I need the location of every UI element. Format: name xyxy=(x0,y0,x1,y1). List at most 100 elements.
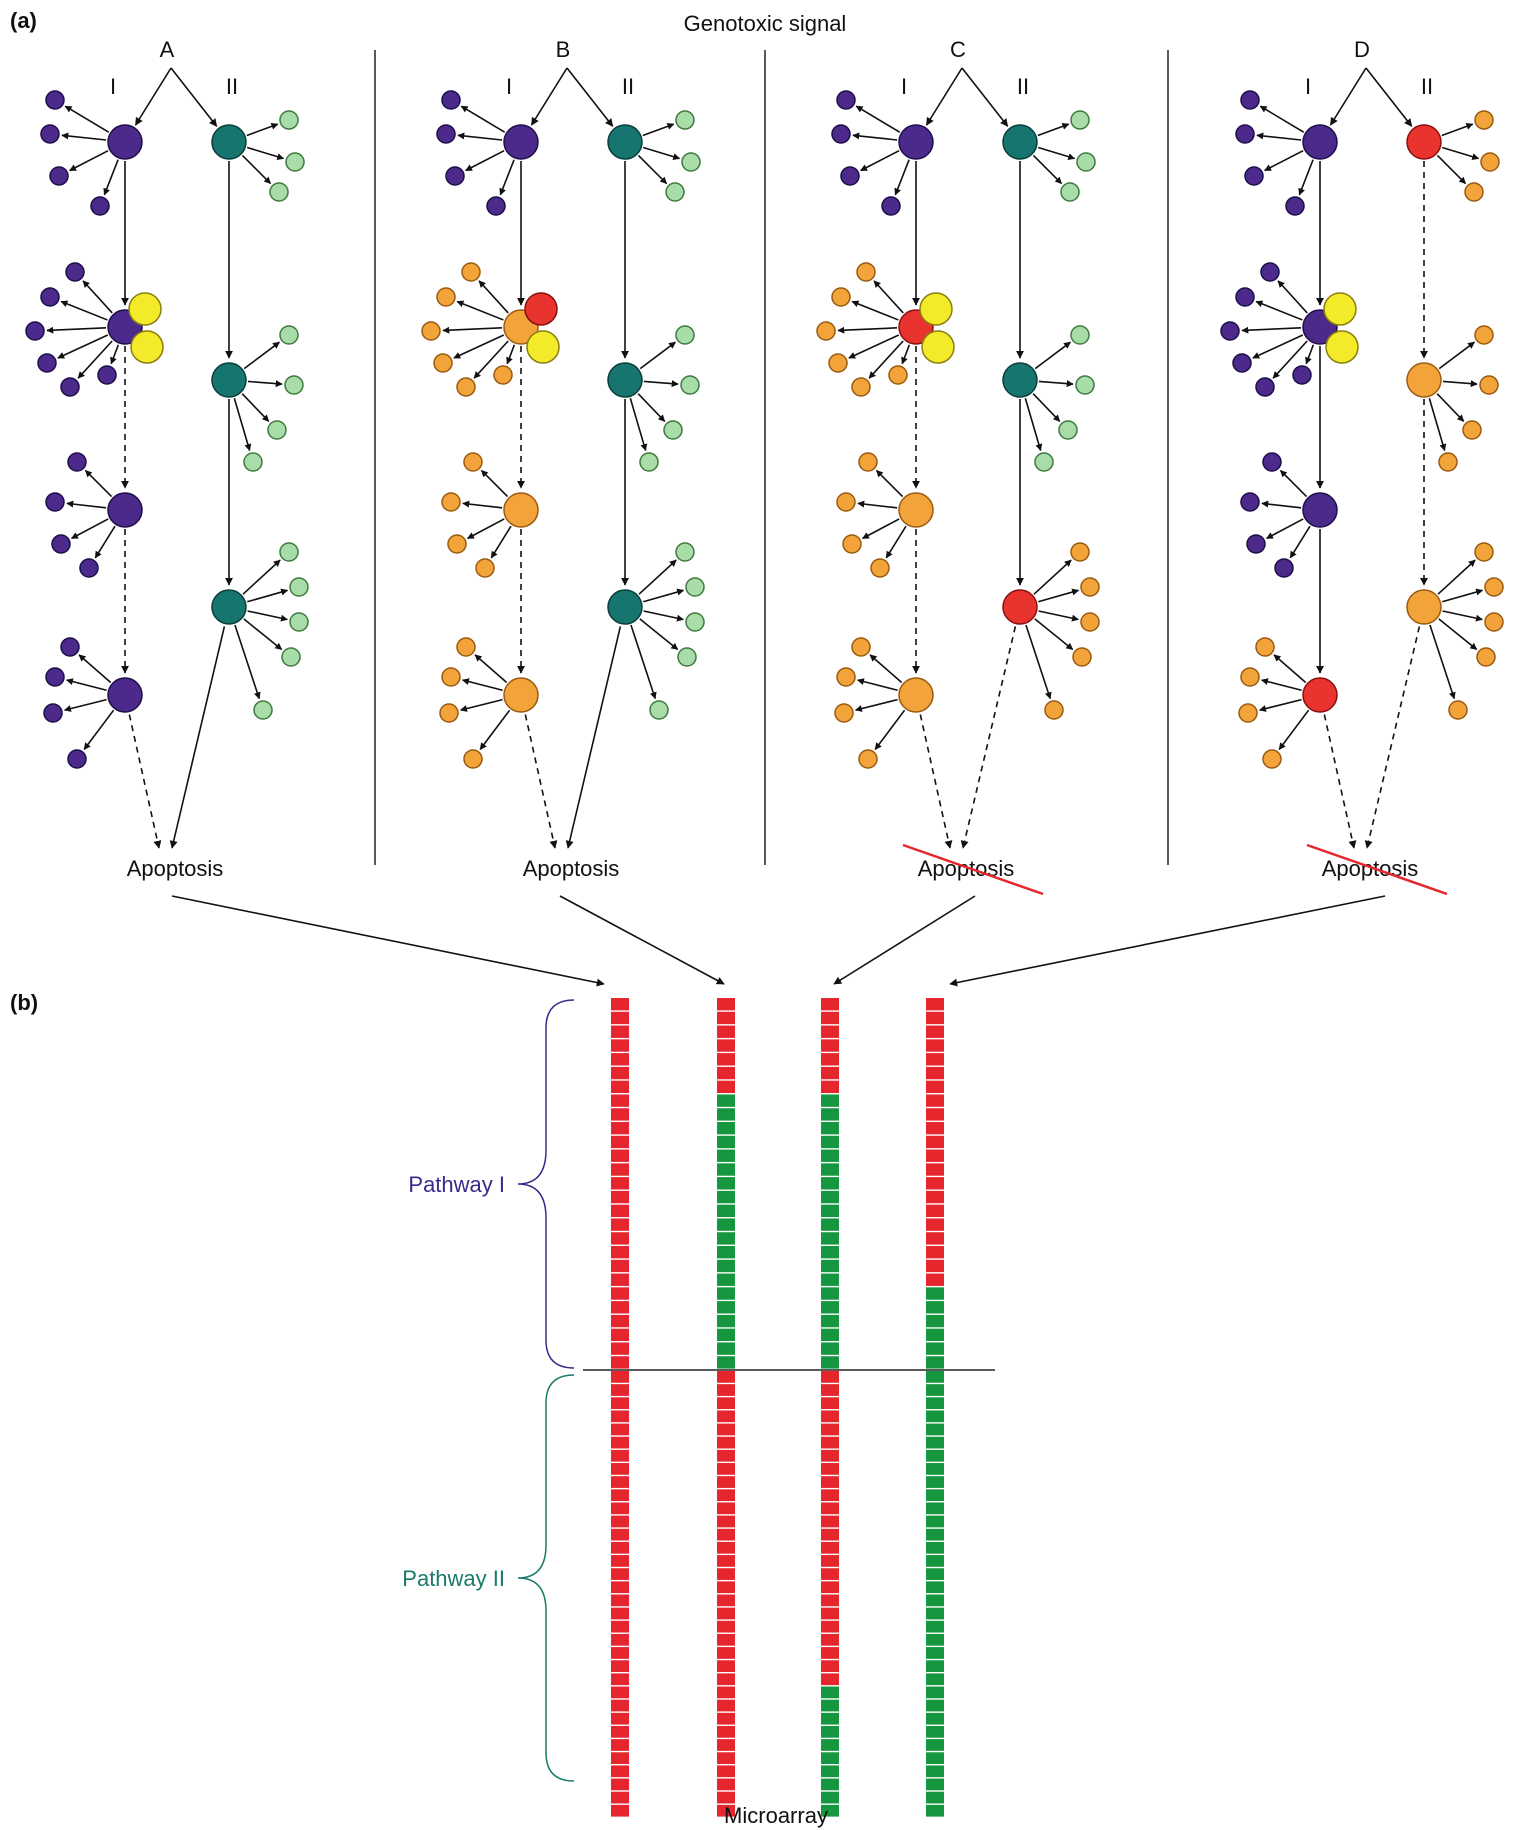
target-arrow xyxy=(1032,154,1063,185)
target-arrow xyxy=(642,146,681,161)
target-node xyxy=(456,637,476,657)
array-cell-up xyxy=(821,1039,839,1052)
array-cell-down xyxy=(926,1463,944,1475)
array-cell-down xyxy=(717,1273,735,1286)
target-arrow xyxy=(857,500,898,509)
target-arrow xyxy=(1264,149,1304,172)
target-arrow xyxy=(1272,340,1308,379)
array-cell-up xyxy=(821,1502,839,1515)
array-cell-down xyxy=(821,1108,839,1121)
cofactor-node xyxy=(1325,330,1359,364)
target-node xyxy=(1255,377,1275,397)
array-cell-up xyxy=(717,1066,735,1080)
array-cell-down xyxy=(926,1449,944,1462)
array-cell-up xyxy=(611,1287,629,1300)
array-cell-down xyxy=(821,1204,839,1218)
target-node xyxy=(1240,667,1260,687)
array-cell-down xyxy=(821,1686,839,1699)
target-arrow xyxy=(885,525,907,559)
array-cell-up xyxy=(821,1541,839,1554)
array-cell-up xyxy=(611,1177,629,1190)
array-cell-up xyxy=(717,1541,735,1554)
array-cell-down xyxy=(821,1259,839,1273)
array-cell-up xyxy=(926,1177,944,1190)
target-arrow xyxy=(465,149,505,172)
target-node xyxy=(60,377,80,397)
array-cell-down xyxy=(821,1232,839,1245)
target-node xyxy=(1285,196,1305,216)
target-arrow xyxy=(637,154,668,185)
array-cell-down xyxy=(717,1356,735,1369)
array-cell-down xyxy=(926,1314,944,1328)
array-cell-up xyxy=(821,1011,839,1025)
array-cell-up xyxy=(611,1436,629,1449)
array-cell-up xyxy=(717,1528,735,1541)
array-cell-up xyxy=(611,1025,629,1038)
target-arrow xyxy=(1438,618,1478,651)
array-cell-up xyxy=(717,1607,735,1620)
target-node xyxy=(441,90,461,110)
target-node xyxy=(1464,182,1484,202)
target-arrow xyxy=(1442,380,1478,388)
target-arrow xyxy=(868,340,904,379)
target-arrow xyxy=(456,300,504,321)
target-node xyxy=(1474,542,1494,562)
array-cell-up xyxy=(926,1246,944,1259)
pathway1-node xyxy=(1302,492,1338,528)
array-cell-down xyxy=(821,1314,839,1328)
target-node xyxy=(90,196,110,216)
array-cell-down xyxy=(926,1328,944,1342)
pathway2-numeral: II xyxy=(622,74,634,99)
array-cell-down xyxy=(926,1699,944,1712)
array-cell-up xyxy=(717,1502,735,1515)
array-cell-up xyxy=(926,1135,944,1149)
array-cell-down xyxy=(926,1804,944,1817)
target-arrow xyxy=(478,280,509,314)
array-cell-down xyxy=(926,1489,944,1502)
array-cell-up xyxy=(926,1218,944,1231)
array-cell-up xyxy=(821,1397,839,1410)
target-node xyxy=(461,262,481,282)
array-cell-down xyxy=(717,1314,735,1328)
array-cell-up xyxy=(926,1149,944,1162)
apoptosis-label: Apoptosis xyxy=(523,856,620,881)
target-node xyxy=(433,353,453,373)
array-cell-up xyxy=(717,1752,735,1765)
target-node xyxy=(67,452,87,472)
target-node xyxy=(25,321,45,341)
pathway2-node xyxy=(607,362,643,398)
target-node xyxy=(1462,420,1482,440)
array-cell-up xyxy=(611,1581,629,1594)
array-cell-up xyxy=(717,1791,735,1804)
target-node xyxy=(1034,452,1054,472)
array-cell-up xyxy=(611,1804,629,1817)
target-node xyxy=(1448,700,1468,720)
array-cell-up xyxy=(717,1039,735,1052)
array-cell-down xyxy=(926,1356,944,1369)
array-cell-up xyxy=(611,1011,629,1025)
array-cell-up xyxy=(821,1371,839,1383)
array-cell-down xyxy=(821,1122,839,1135)
array-cell-up xyxy=(926,1163,944,1176)
target-arrow xyxy=(848,334,900,359)
target-node xyxy=(1232,353,1252,373)
array-cell-up xyxy=(926,1204,944,1218)
target-node xyxy=(851,637,871,657)
target-node xyxy=(675,325,695,345)
target-arrow xyxy=(1436,393,1465,422)
array-cell-down xyxy=(717,1342,735,1355)
array-cell-up xyxy=(611,1342,629,1355)
array-cell-up xyxy=(821,1515,839,1528)
pathway2-node xyxy=(607,589,643,625)
array-cell-up xyxy=(611,1660,629,1672)
apoptosis-arrow-pathway1 xyxy=(919,714,953,849)
target-arrow xyxy=(638,559,677,595)
target-node xyxy=(680,375,700,395)
array-cell-up xyxy=(821,1463,839,1475)
target-arrow xyxy=(243,618,283,651)
array-cell-up xyxy=(821,1647,839,1659)
array-cell-up xyxy=(611,1647,629,1659)
converge-arrow xyxy=(949,895,1386,987)
scenario-label: C xyxy=(950,37,966,62)
